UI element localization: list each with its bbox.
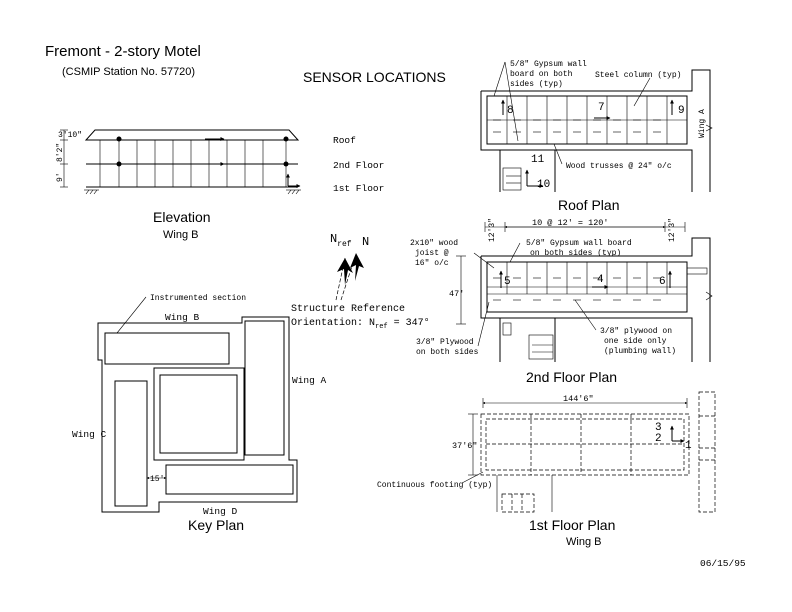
key-plan-dim-gap: 15' <box>150 475 164 484</box>
sensor-label-8: 8 <box>507 105 514 117</box>
floor2-dim-right: 12'3" <box>668 218 677 242</box>
key-plan-title: Key Plan <box>188 517 244 533</box>
first-floor-plan <box>461 391 716 513</box>
elevation-subtitle: Wing B <box>163 229 198 241</box>
floor2-note-plywood-both-2: on both sides <box>416 348 479 357</box>
second-floor-plan-title: 2nd Floor Plan <box>526 369 617 385</box>
north-ref-label: Nref <box>330 232 352 249</box>
sensor-label-7: 7 <box>598 102 605 114</box>
drawing-date: 06/15/95 <box>700 558 746 569</box>
key-plan-note-instrumented: Instrumented section <box>150 294 246 303</box>
elevation-view <box>60 129 301 195</box>
floor2-note-plywood-one-3: (plumbing wall) <box>604 347 676 356</box>
level-label-roof: Roof <box>333 135 356 146</box>
roof-note-gypsum-2: board on both <box>510 70 573 79</box>
sensor-label-11: 11 <box>531 154 545 166</box>
elevation-roof-sensor-right <box>283 136 289 142</box>
sensor-label-10: 10 <box>537 179 550 191</box>
key-plan-wing-b: Wing B <box>165 312 200 323</box>
orientation-line-1: Structure Reference <box>291 303 405 315</box>
floor2-dim-depth: 47' <box>449 289 464 299</box>
floor2-dim-span: 10 @ 12' = 120' <box>532 218 609 228</box>
sensor-label-4: 4 <box>597 274 604 286</box>
instrumented-section <box>104 332 230 365</box>
floor1-dim-depth: 37'6" <box>452 441 478 451</box>
sensor-label-3: 3 <box>655 422 662 434</box>
level-label-1st-floor: 1st Floor <box>333 183 384 194</box>
sensor-label-2: 2 <box>655 433 662 445</box>
first-floor-plan-subtitle: Wing B <box>566 536 601 548</box>
roof-wing-a-label: Wing A <box>698 109 707 138</box>
floor2-note-plywood-one-1: 3/8" plywood on <box>600 327 672 336</box>
elevation-2nd-sensor-left <box>116 161 122 167</box>
second-floor-plan <box>456 222 713 362</box>
key-plan <box>97 296 298 513</box>
sensor-label-5: 5 <box>504 276 511 288</box>
sensor-label-1: 1 <box>685 440 692 452</box>
first-floor-plan-title: 1st Floor Plan <box>529 517 615 533</box>
floor2-note-plywood-one-2: one side only <box>604 337 667 346</box>
key-plan-wing-a: Wing A <box>292 375 327 386</box>
floor2-note-plywood-both-1: 3/8" Plywood <box>416 338 474 347</box>
floor2-note-joist-1: 2x10" wood <box>410 239 458 248</box>
floor1-note-footing: Continuous footing (typ) <box>377 481 492 490</box>
roof-plan-title: Roof Plan <box>558 197 619 213</box>
sensor-label-6: 6 <box>659 276 666 288</box>
elevation-dim-roof: 3'10" <box>58 131 82 140</box>
level-label-2nd-floor: 2nd Floor <box>333 160 384 171</box>
roof-note-gypsum-1: 5/8" Gypsum wall <box>510 60 587 69</box>
drawing-title: Fremont - 2-story Motel <box>45 43 201 60</box>
sensor-locations-heading: SENSOR LOCATIONS <box>303 69 446 85</box>
roof-note-trusses: Wood trusses @ 24" o/c <box>566 162 672 171</box>
sensor-label-9: 9 <box>678 105 685 117</box>
elevation-roof-sensor-left <box>116 136 122 142</box>
floor2-dim-left: 12'3" <box>488 218 497 242</box>
elevation-2nd-sensor-right <box>283 161 289 167</box>
station-number: (CSMIP Station No. 57720) <box>62 66 195 78</box>
roof-note-steel-column: Steel column (typ) <box>595 71 681 80</box>
floor2-note-joist-3: 16" o/c <box>415 259 449 268</box>
floor2-note-joist-2: joist @ <box>415 249 449 258</box>
floor2-note-gypsum-2: on both sides (typ) <box>530 249 621 258</box>
true-north-label: N <box>362 235 369 249</box>
roof-plan <box>480 61 713 192</box>
roof-note-gypsum-3: sides (typ) <box>510 80 563 89</box>
north-arrow <box>335 253 364 301</box>
floor2-note-gypsum-1: 5/8" Gypsum wall board <box>526 239 632 248</box>
key-plan-wing-c: Wing C <box>72 429 107 440</box>
elevation-title: Elevation <box>153 209 211 225</box>
key-plan-wing-d: Wing D <box>203 506 238 517</box>
floor1-dim-span: 144'6" <box>563 394 594 404</box>
elevation-dim-1st: 9' <box>56 172 65 182</box>
elevation-dim-2nd: 8'2" <box>56 143 65 162</box>
orientation-line-2: Orientation: Nref = 347° <box>291 317 430 331</box>
